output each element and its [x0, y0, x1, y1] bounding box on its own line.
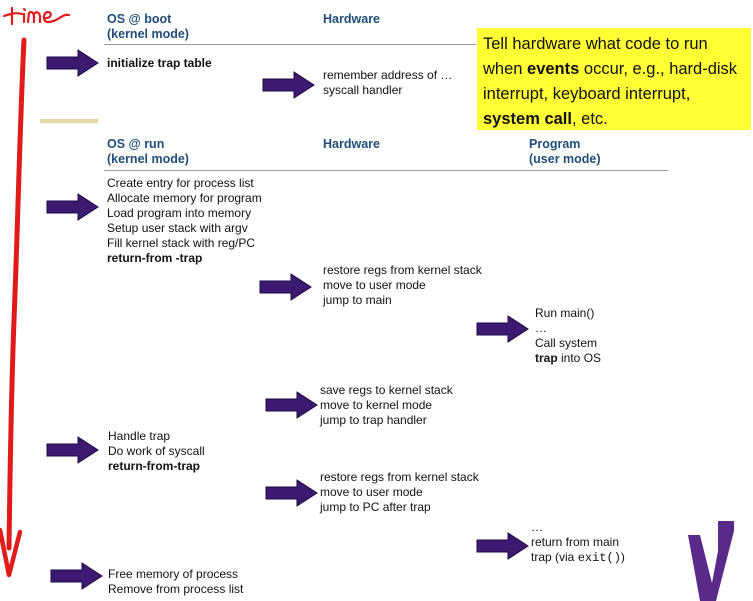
time-handwriting: [2, 6, 71, 26]
arrow-hw-save: [265, 391, 318, 419]
boot-header-rule: [104, 44, 476, 45]
trap-table-callout: Tell hardware what code to run when even…: [477, 28, 751, 130]
hw-block-return-to-user: restore regs from kernel stack move to u…: [320, 470, 479, 514]
run-header-rule: [104, 170, 668, 171]
hw-block-restore-regs: restore regs from kernel stack move to u…: [323, 263, 482, 307]
boot-os-step: initialize trap table: [107, 56, 212, 70]
os-block-create-process: Create entry for process list Allocate m…: [107, 176, 262, 265]
arrow-os-free: [50, 562, 103, 590]
arrow-prog-run: [476, 315, 529, 343]
boot-hw-header: Hardware: [323, 12, 380, 26]
os-block-free-memory: Free memory of process Remove from proce…: [108, 567, 244, 596]
hw-block-save-regs: save regs to kernel stack move to kernel…: [320, 383, 453, 427]
boot-hw-step: remember address of … syscall handler: [323, 68, 453, 97]
run-prog-header: Program (user mode): [529, 137, 601, 166]
section-separator: [40, 119, 98, 123]
logo-mark: [688, 521, 734, 601]
arrow-boot-os: [46, 49, 99, 77]
time-line: [6, 37, 27, 551]
arrow-hw-restore: [259, 273, 312, 301]
os-block-handle-trap: Handle trap Do work of syscall return-fr…: [108, 429, 205, 473]
prog-block-return-from-main: … return from main trap (via exit()): [531, 520, 625, 565]
run-hw-header: Hardware: [323, 137, 380, 151]
arrow-os-handle: [46, 436, 99, 464]
boot-os-header: OS @ boot (kernel mode): [107, 12, 189, 41]
arrow-boot-hw: [262, 71, 315, 99]
time-arrowhead: [0, 527, 23, 578]
arrow-hw-return: [265, 479, 318, 507]
prog-block-run-main: Run main() … Call system trap into OS: [535, 306, 602, 365]
run-os-header: OS @ run (kernel mode): [107, 137, 189, 166]
arrow-os-create: [46, 193, 99, 221]
arrow-prog-return: [476, 532, 529, 560]
